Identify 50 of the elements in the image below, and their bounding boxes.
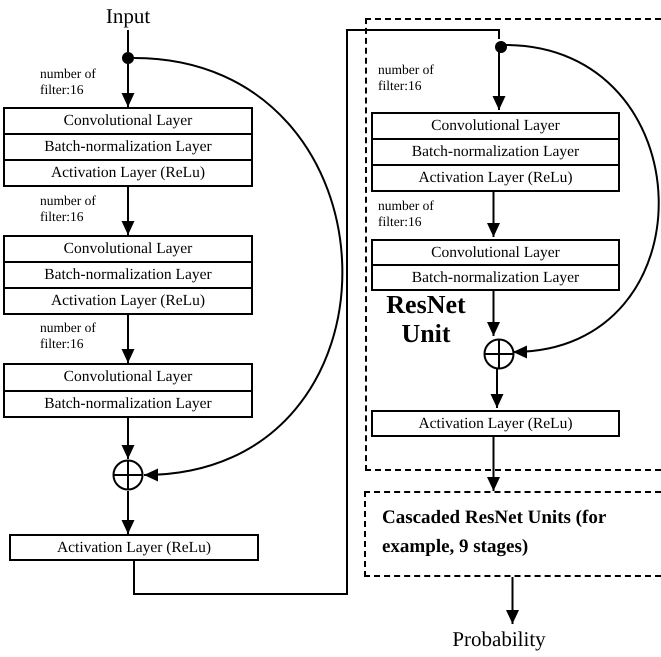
layer-label: Convolutional Layer	[430, 116, 561, 136]
layer-label: Convolutional Layer	[62, 239, 194, 259]
layer-stack	[3, 235, 253, 315]
arrow	[487, 435, 500, 491]
unit-title: ResNet Unit	[385, 290, 467, 348]
arrow	[492, 51, 506, 110]
filter-count-label: number of filter:16	[40, 66, 97, 98]
arrow	[506, 577, 519, 624]
filter-count-label: number of filter:16	[40, 320, 97, 352]
junction-dot	[495, 41, 507, 53]
layer-stack	[3, 107, 253, 187]
arrow	[122, 315, 134, 363]
sum-junction	[483, 338, 515, 370]
junction-dot	[122, 52, 134, 64]
connector-line	[127, 30, 129, 52]
connector-line	[133, 29, 500, 595]
arrow	[490, 368, 504, 408]
layer-label: Activation Layer (ReLu)	[5, 159, 251, 185]
layer-label: Batch-normalization Layer	[373, 138, 618, 164]
arrow	[122, 187, 134, 235]
layer-box: Activation Layer (ReLu)	[9, 534, 259, 561]
arrow	[487, 289, 500, 336]
layer-stack	[371, 112, 620, 192]
layer-box: Activation Layer (ReLu)	[371, 410, 620, 437]
layer-label: Convolutional Layer	[62, 111, 194, 131]
region-title: Cascaded ResNet Units (for example, 9 stages)	[382, 506, 607, 560]
cascaded-units-region	[364, 491, 661, 577]
layer-label: Convolutional Layer	[62, 367, 194, 388]
layer-label: Activation Layer (ReLu)	[373, 164, 618, 190]
layer-label: Batch-normalization Layer	[5, 133, 251, 159]
layer-label: Batch-normalization Layer	[5, 390, 251, 416]
sum-junction	[112, 459, 144, 491]
filter-count-label: number of filter:16	[378, 198, 435, 230]
layer-label: Activation Layer (ReLu)	[5, 287, 251, 313]
arrow	[122, 64, 134, 107]
layer-label: Convolutional Layer	[430, 242, 561, 262]
filter-count-label: number of filter:16	[378, 62, 435, 94]
arrow	[122, 418, 134, 459]
layer-label: Batch-normalization Layer	[373, 264, 618, 289]
arrow	[487, 190, 500, 237]
flow-label: Input	[88, 2, 168, 30]
arrow	[134, 57, 344, 480]
arrow	[504, 44, 660, 357]
arrow	[122, 491, 134, 534]
filter-count-label: number of filter:16	[40, 193, 97, 224]
flow-label: Probability	[440, 624, 558, 654]
resnet-unit-region	[365, 18, 661, 471]
layer-label: Batch-normalization Layer	[5, 261, 251, 287]
layer-stack	[371, 239, 620, 291]
layer-stack	[3, 363, 253, 418]
